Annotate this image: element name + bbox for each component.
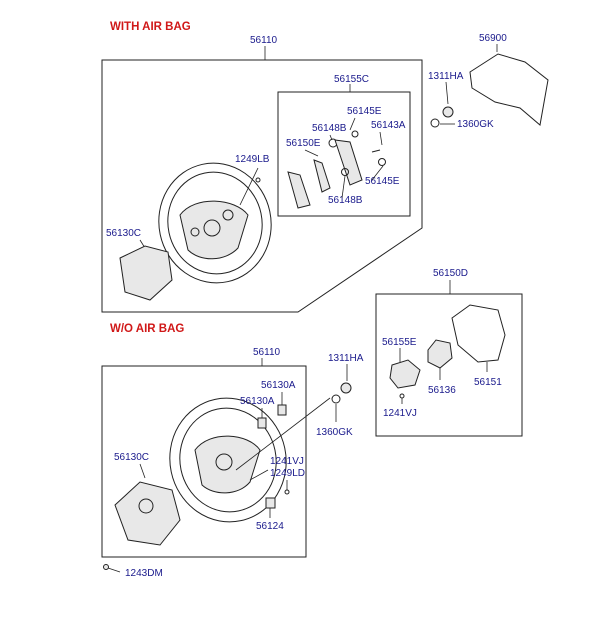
steering-wheel-bottom [169,397,287,523]
part-label-56155E: 56155E [382,337,417,348]
horn-cover-top [119,245,173,301]
without-air-bag-frame [101,365,307,558]
switch-assembly-box [277,91,411,217]
part-label-1311HA-bottom: 1311HA [328,353,364,364]
horn-cover-bottom [114,481,181,546]
part-label-56148B-a: 56148B [312,123,347,134]
horn-pad-kit-box [375,293,523,437]
part-label-1249LD: 1249LD [270,468,305,479]
horn-contact-a [277,404,287,416]
with-air-bag-header: WITH AIR BAG [110,21,191,33]
part-label-56130A-b: 56130A [240,396,275,407]
part-label-1360GK-bottom: 1360GK [316,427,353,438]
part-label-56130C-top: 56130C [106,228,141,239]
air-bag-module [469,53,549,126]
without-air-bag-header: W/O AIR BAG [110,323,184,335]
part-label-56150E: 56150E [286,138,321,149]
horn-contact-b [257,417,267,429]
part-label-56155C: 56155C [334,74,369,85]
part-label-56151: 56151 [474,377,502,388]
part-label-56110-bottom: 56110 [253,347,281,358]
horn-pad [451,304,506,363]
part-label-56110-top: 56110 [250,35,278,46]
horn-plate [265,497,276,509]
part-label-56145E-b: 56145E [365,176,400,187]
part-label-56145E-a: 56145E [347,106,382,117]
part-label-1311HA-top: 1311HA [428,71,464,82]
nut-top [442,106,454,118]
part-label-56150D: 56150D [433,268,468,279]
part-label-1243DM: 1243DM [125,568,163,579]
part-label-1241VJ-bottom: 1241VJ [270,456,304,467]
switch-plate [389,359,421,389]
nut-bottom [340,382,352,394]
part-label-56143A: 56143A [371,120,406,131]
screw-1243DM [103,564,109,570]
washer-bottom [331,394,341,404]
part-label-56900: 56900 [479,33,507,44]
part-label-1241VJ-right: 1241VJ [383,408,417,419]
with-air-bag-frame [101,59,423,313]
washer-top [430,118,440,128]
part-label-56130A-a: 56130A [261,380,296,391]
part-label-56130C-bottom: 56130C [114,452,149,463]
part-label-56136: 56136 [428,385,456,396]
part-label-1249LB: 1249LB [235,154,270,165]
part-label-1360GK-top: 1360GK [457,119,494,130]
steering-wheel-top [158,162,272,284]
horn-bracket [427,339,453,369]
part-label-56148B-b: 56148B [328,195,363,206]
part-label-56124: 56124 [256,521,284,532]
switch-components-drawing [287,117,386,209]
